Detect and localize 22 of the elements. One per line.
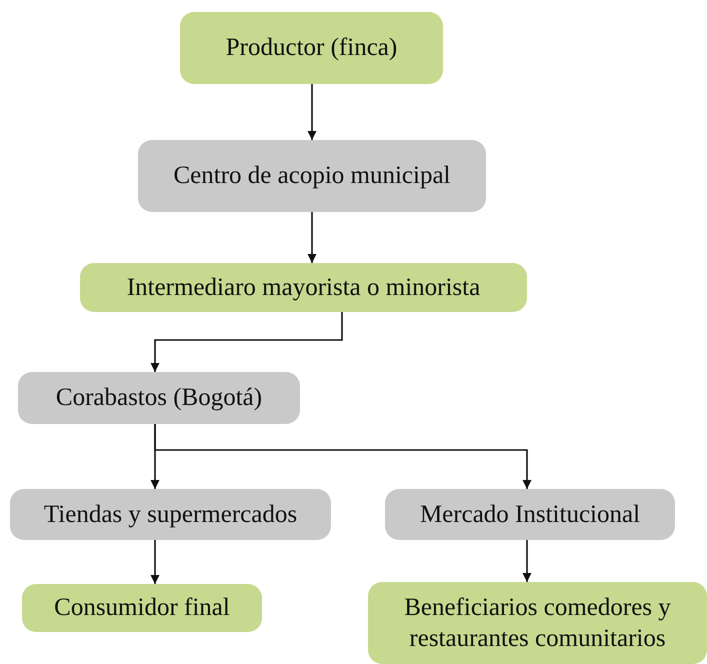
arrow [150, 540, 160, 584]
arrow [154, 424, 532, 489]
process-box [22, 584, 262, 632]
process-box [80, 263, 527, 312]
process-box [10, 489, 331, 540]
process-box [368, 582, 707, 664]
process-box [385, 489, 675, 540]
box-label: Beneficiarios comedores y restaurantes comunitarios [403, 592, 672, 654]
box-label: Corabastos (Bogotá) [56, 383, 262, 414]
box-label: Intermediaro mayorista o minorista [126, 272, 480, 303]
box-label: Consumidor final [54, 593, 230, 624]
box-label: Productor (finca) [226, 33, 398, 64]
process-box [18, 372, 300, 424]
arrow [150, 312, 343, 372]
process-box [138, 140, 486, 212]
arrow [308, 84, 316, 140]
arrow [522, 540, 532, 582]
process-box [180, 12, 443, 84]
arrow [308, 212, 316, 263]
box-label: Centro de acopio municipal [173, 161, 450, 192]
box-label: Tiendas y supermercados [44, 500, 298, 530]
box-label: Mercado Institucional [420, 500, 640, 530]
